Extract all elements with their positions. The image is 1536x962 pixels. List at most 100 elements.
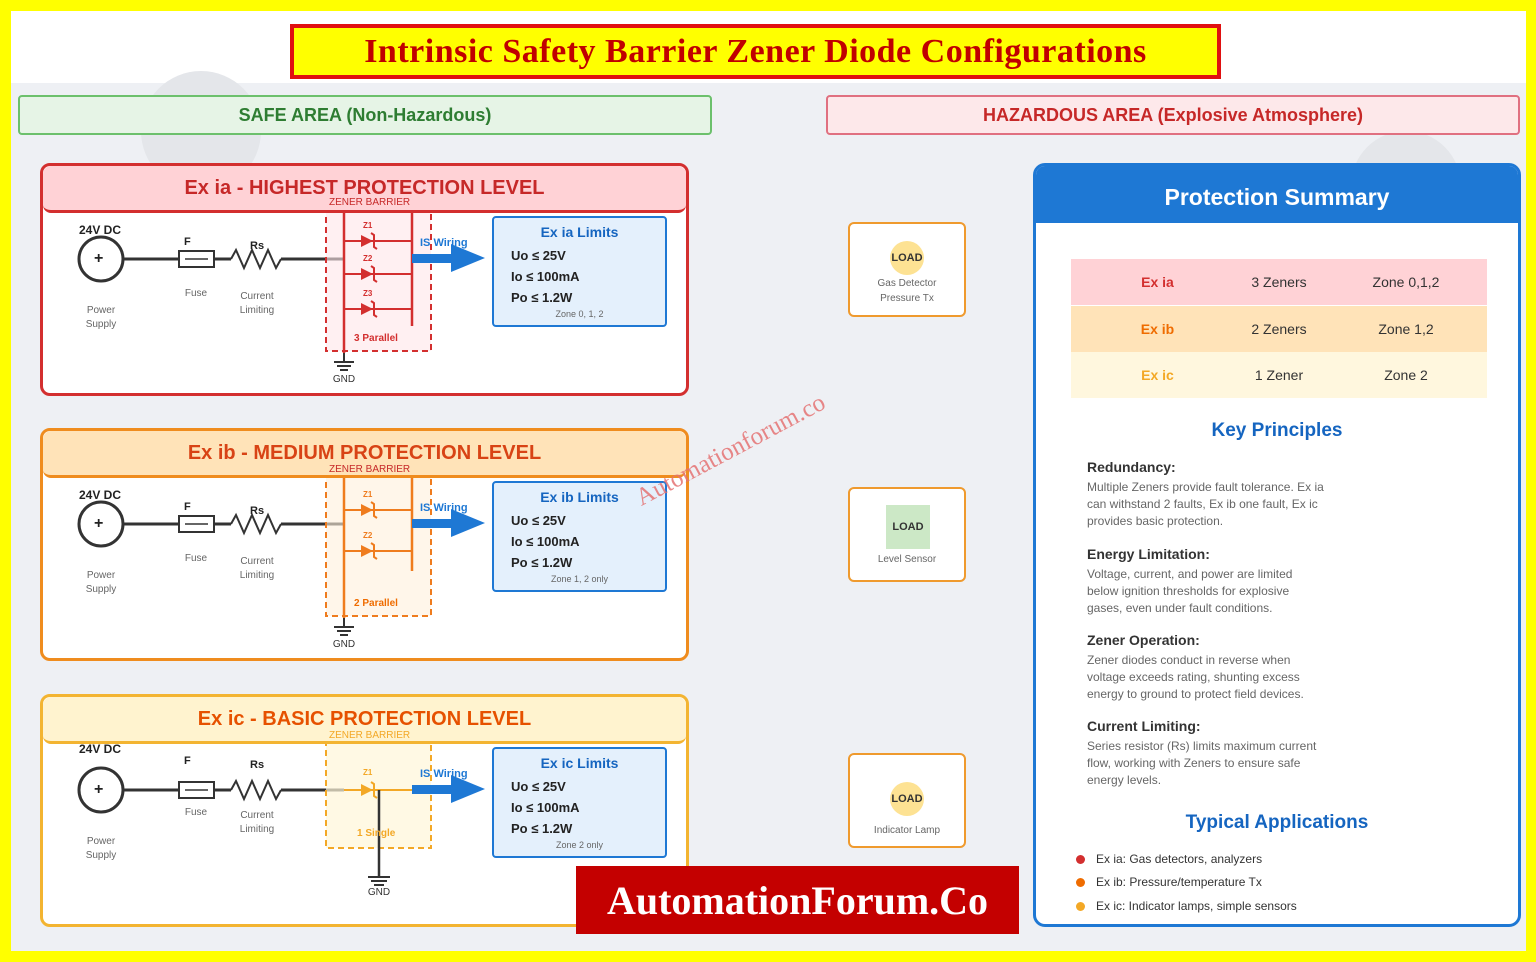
principle-body: Voltage, current, and power are limited … [1087,567,1293,615]
zener-diode-icon [344,232,412,250]
fuse-label: Fuse [184,807,208,818]
gnd-label: GND [367,887,391,898]
summary-zeners: 1 Zener [1254,367,1304,383]
zener-barrier-label: ZENER BARRIER [329,464,411,475]
hazardous-area-header: HAZARDOUS AREA (Explosive Atmosphere) [826,95,1520,135]
diagram-canvas: Intrinsic Safety Barrier Zener Diode Con… [11,11,1526,951]
zener-barrier-label: ZENER BARRIER [329,730,411,741]
zener-diode-icon [344,265,412,283]
applications-title: Typical Applications [1185,812,1369,833]
zener-label: Z2 [363,531,373,540]
limits-title: Ex ic Limits [540,755,619,771]
fuse-label: Fuse [184,288,208,299]
parallel-label: 3 Parallel [354,333,398,344]
power-supply-icon [77,766,125,814]
principle-zener: Zener Operation: Zener diodes conduct in… [1087,632,1327,703]
zener-barrier-label: ZENER BARRIER [329,197,411,208]
application-item: Ex ic: Indicator lamps, simple sensors [1076,899,1297,913]
load-indicator-lamp: LOAD Indicator Lamp [848,753,966,848]
limits-title: Ex ia Limits [540,224,619,240]
summary-zone: Zone 0,1,2 [1372,274,1440,290]
ground-icon [368,876,390,886]
parallel-label: 2 Parallel [354,598,398,609]
limits-box: Ex ic Limits Uo ≤ 25V Io ≤ 100mA Po ≤ 1.… [492,747,667,858]
fuse-label: Fuse [184,553,208,564]
load-level-sensor: LOAD Level Sensor [848,487,966,582]
zener-diode-icon [361,781,378,799]
zone-note: Zone 1, 2 only [550,574,609,584]
load-line1: Gas Detector [877,278,937,289]
limits-title: Ex ib Limits [540,489,619,505]
zone-note: Zone 0, 1, 2 [555,309,604,319]
principle-heading: Zener Operation: [1087,632,1200,648]
circuit-ex-ib [77,463,485,636]
arrow-icon [412,244,485,272]
load-line1: Level Sensor [877,554,937,565]
po-limit: Po ≤ 1.2W [511,290,573,305]
protection-summary: Protection Summary Ex ia 3 Zeners Zone 0… [1033,163,1521,927]
rs-letter: Rs [250,240,265,252]
load-icon: LOAD [890,241,924,275]
summary-level: Ex ic [1141,367,1174,383]
application-item: Ex ib: Pressure/temperature Tx [1076,875,1262,889]
summary-level: Ex ia [1141,274,1174,290]
page-title: Intrinsic Safety Barrier Zener Diode Con… [290,24,1221,79]
supply-symbol: + [94,250,104,267]
ground-icon [334,618,354,636]
panel-title: Ex ib - MEDIUM PROTECTION LEVEL [43,431,686,478]
uo-limit: Uo ≤ 25V [511,513,566,528]
load-line1: Indicator Lamp [873,825,941,836]
load-line2: Pressure Tx [880,293,934,304]
summary-zeners: 2 Zeners [1251,321,1307,337]
principle-heading: Redundancy: [1087,459,1176,475]
rs-letter: Rs [250,759,265,771]
fuse-letter: F [184,755,191,767]
io-limit: Io ≤ 100mA [511,534,580,549]
circuit-ex-ia [77,198,485,371]
principle-redundancy: Redundancy: Multiple Zeners provide faul… [1087,459,1327,530]
is-wiring-label: IS Wiring [420,502,468,514]
key-principles-title: Key Principles [1211,420,1343,441]
principle-heading: Current Limiting: [1087,718,1201,734]
summary-zone: Zone 2 [1384,367,1428,383]
supply-symbol: + [94,515,104,532]
supply-symbol: + [94,781,104,798]
zener-diode-icon [344,501,412,519]
parallel-label: 1 Single [357,828,396,839]
is-wiring-label: IS Wiring [420,768,468,780]
uo-limit: Uo ≤ 25V [511,248,566,263]
zone-note: Zone 2 only [555,840,604,850]
zener-label: Z1 [363,221,373,230]
principle-energy: Energy Limitation: Voltage, current, and… [1087,546,1327,617]
zener-label: Z2 [363,254,373,263]
principle-heading: Energy Limitation: [1087,546,1210,562]
fuse-letter: F [184,236,191,248]
zener-barrier-box [325,463,432,617]
zener-diode-icon [344,300,412,318]
supply-voltage: 24V DC [79,223,122,237]
load-gas-detector: LOAD Gas Detector Pressure Tx [848,222,966,317]
supply-voltage: 24V DC [79,488,122,502]
load-icon: LOAD [890,782,924,816]
gnd-label: GND [332,374,356,385]
summary-row: Ex ia 3 Zeners Zone 0,1,2 [1071,259,1487,305]
summary-row: Ex ib 2 Zeners Zone 1,2 [1071,306,1487,352]
bullet-icon [1076,855,1085,864]
panel-title: Ex ic - BASIC PROTECTION LEVEL [43,697,686,744]
bullet-icon [1076,902,1085,911]
summary-zone: Zone 1,2 [1378,321,1434,337]
principle-body: Zener diodes conduct in reverse when vol… [1087,653,1304,701]
safe-area-header: SAFE AREA (Non-Hazardous) [18,95,712,135]
is-wiring-label: IS Wiring [420,237,468,249]
application-item: Ex ia: Gas detectors, analyzers [1076,852,1262,866]
supply-voltage: 24V DC [79,742,122,756]
summary-level: Ex ib [1140,321,1175,337]
limits-box: Ex ia Limits Uo ≤ 25V Io ≤ 100mA Po ≤ 1.… [492,216,667,327]
summary-row: Ex ic 1 Zener Zone 2 [1071,352,1487,398]
load-icon: LOAD [886,505,930,549]
